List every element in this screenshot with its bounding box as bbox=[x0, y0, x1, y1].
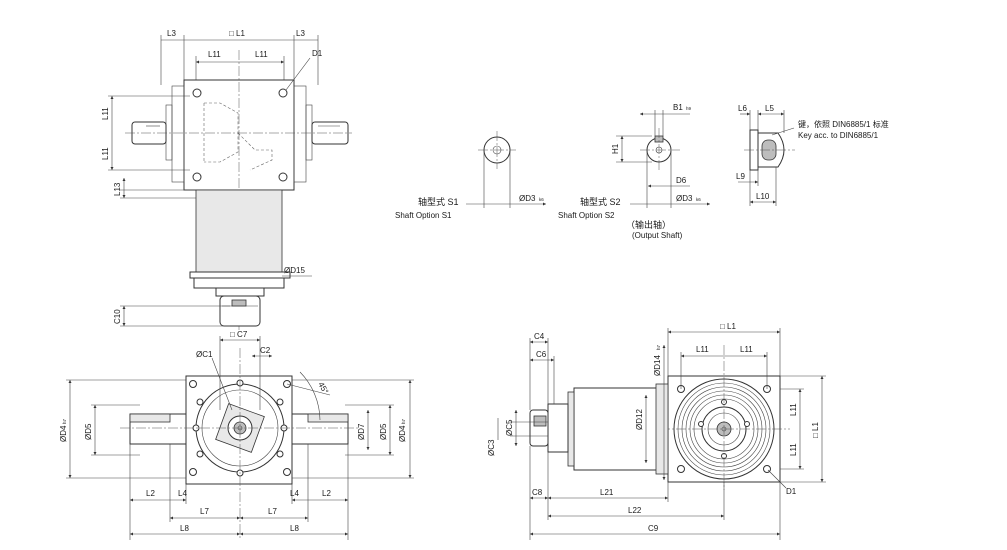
side-l22-label: L22 bbox=[628, 506, 642, 515]
shaft-option-s2: B1 h9 H1 D6 ØD3 k6 轴型式 S2 Shaft Option S… bbox=[558, 103, 710, 240]
top-c10-label: C10 bbox=[113, 309, 122, 324]
top-l11-vert-a-label: L11 bbox=[101, 107, 110, 120]
s2-d3-tol: k6 bbox=[696, 197, 701, 202]
side-l11-right-label: L11 bbox=[740, 345, 753, 354]
front-l4-right-label: L4 bbox=[290, 489, 299, 498]
top-d15-label: ØD15 bbox=[284, 266, 305, 275]
side-d14-label: ØD14 bbox=[653, 355, 662, 376]
key-l9-label: L9 bbox=[736, 172, 745, 181]
side-l11-vert-a-label: L11 bbox=[789, 403, 798, 416]
front-d4-right-tol: h7 bbox=[401, 418, 406, 424]
s2-output-en: (Output Shaft) bbox=[632, 231, 683, 240]
side-l11-vert-b-label: L11 bbox=[789, 443, 798, 456]
front-l7-right-label: L7 bbox=[268, 507, 277, 516]
side-d14-tol: h7 bbox=[656, 344, 661, 350]
s2-caption-cn: 轴型式 S2 bbox=[580, 196, 621, 207]
front-d5-left-label: ØD5 bbox=[84, 423, 93, 440]
s1-caption-en: Shaft Option S1 bbox=[395, 211, 452, 220]
s2-b1-label: B1 bbox=[673, 103, 683, 112]
side-c6-label: C6 bbox=[536, 350, 547, 359]
top-d1-label: D1 bbox=[312, 49, 323, 58]
top-l11-vert-b-label: L11 bbox=[101, 147, 110, 160]
shaft-option-s1: ØD3 k6 轴型式 S1 Shaft Option S1 bbox=[395, 131, 546, 220]
top-housing-body bbox=[195, 189, 283, 273]
side-c3-label: ØC3 bbox=[487, 439, 496, 456]
side-housing-body bbox=[573, 387, 669, 471]
front-c7-label: □ C7 bbox=[230, 330, 248, 339]
front-l4-left-label: L4 bbox=[178, 489, 187, 498]
side-l1-label: □ L1 bbox=[720, 322, 737, 331]
s1-d3-label: ØD3 bbox=[519, 194, 536, 203]
key-detail: L6 L5 L9 L10 键，依照 DIN6885/1 标准 Key acc. … bbox=[736, 104, 889, 206]
front-d5-right-label: ØD5 bbox=[379, 423, 388, 440]
top-l13-label: L13 bbox=[113, 182, 122, 196]
s2-b1-tol: h9 bbox=[686, 106, 692, 111]
s1-d3-tol: k6 bbox=[539, 197, 544, 202]
s2-h1-label: H1 bbox=[611, 143, 620, 154]
top-bolt-holes bbox=[192, 88, 288, 182]
side-l11-left-label: L11 bbox=[696, 345, 709, 354]
side-view: C4 C6 ØC5 ØC3 ØD14 h7 ØD12 □ L1 L11 L11 … bbox=[487, 322, 826, 540]
key-l10-label: L10 bbox=[756, 192, 770, 201]
front-d4-left-tol: h7 bbox=[62, 418, 67, 424]
s1-caption-cn: 轴型式 S1 bbox=[418, 196, 459, 207]
side-d12-label: ØD12 bbox=[635, 409, 644, 430]
s2-d6-label: D6 bbox=[676, 176, 687, 185]
top-l1-label: □ L1 bbox=[229, 29, 246, 38]
front-l8-right-label: L8 bbox=[290, 524, 299, 533]
front-d4-right-label: ØD4 bbox=[398, 425, 407, 442]
front-l8-left-label: L8 bbox=[180, 524, 189, 533]
front-l7-left-label: L7 bbox=[200, 507, 209, 516]
top-input-shaft bbox=[219, 295, 261, 327]
side-c8-label: C8 bbox=[532, 488, 543, 497]
key-note-en: Key acc. to DIN6885/1 bbox=[798, 131, 879, 140]
front-view: □ C7 ØC1 C2 45° ØD4 h7 ØD5 ØD7 ØD5 ØD4 h… bbox=[59, 330, 414, 540]
side-l21-label: L21 bbox=[600, 488, 614, 497]
top-l11-right-label: L11 bbox=[255, 50, 268, 59]
s2-d3-label: ØD3 bbox=[676, 194, 693, 203]
side-l1-vert-label: □ L1 bbox=[811, 421, 820, 438]
top-l11-left-label: L11 bbox=[208, 50, 221, 59]
key-l6-label: L6 bbox=[738, 104, 747, 113]
side-input-shaft bbox=[529, 409, 549, 447]
side-c4-label: C4 bbox=[534, 332, 545, 341]
side-c5-label: ØC5 bbox=[505, 419, 514, 436]
front-d4-left-label: ØD4 bbox=[59, 425, 68, 442]
front-d7-right-label: ØD7 bbox=[357, 423, 366, 440]
front-c2-label: C2 bbox=[260, 346, 271, 355]
key-l5-label: L5 bbox=[765, 104, 774, 113]
front-l2-left-label: L2 bbox=[146, 489, 155, 498]
front-l2-right-label: L2 bbox=[322, 489, 331, 498]
top-view: □ L1 L3 L3 L11 L11 D1 L11 L11 L13 ØD15 C… bbox=[101, 29, 352, 330]
top-l3-right-label: L3 bbox=[296, 29, 305, 38]
s2-caption-en: Shaft Option S2 bbox=[558, 211, 615, 220]
side-d1-label: D1 bbox=[786, 487, 797, 496]
front-c1-label: ØC1 bbox=[196, 350, 213, 359]
key-note-cn: 键，依照 DIN6885/1 标准 bbox=[798, 119, 889, 129]
front-45-label: 45° bbox=[316, 381, 330, 396]
top-l3-left-label: L3 bbox=[167, 29, 176, 38]
s2-output-cn: （输出轴） bbox=[626, 219, 671, 230]
side-c9-label: C9 bbox=[648, 524, 659, 533]
